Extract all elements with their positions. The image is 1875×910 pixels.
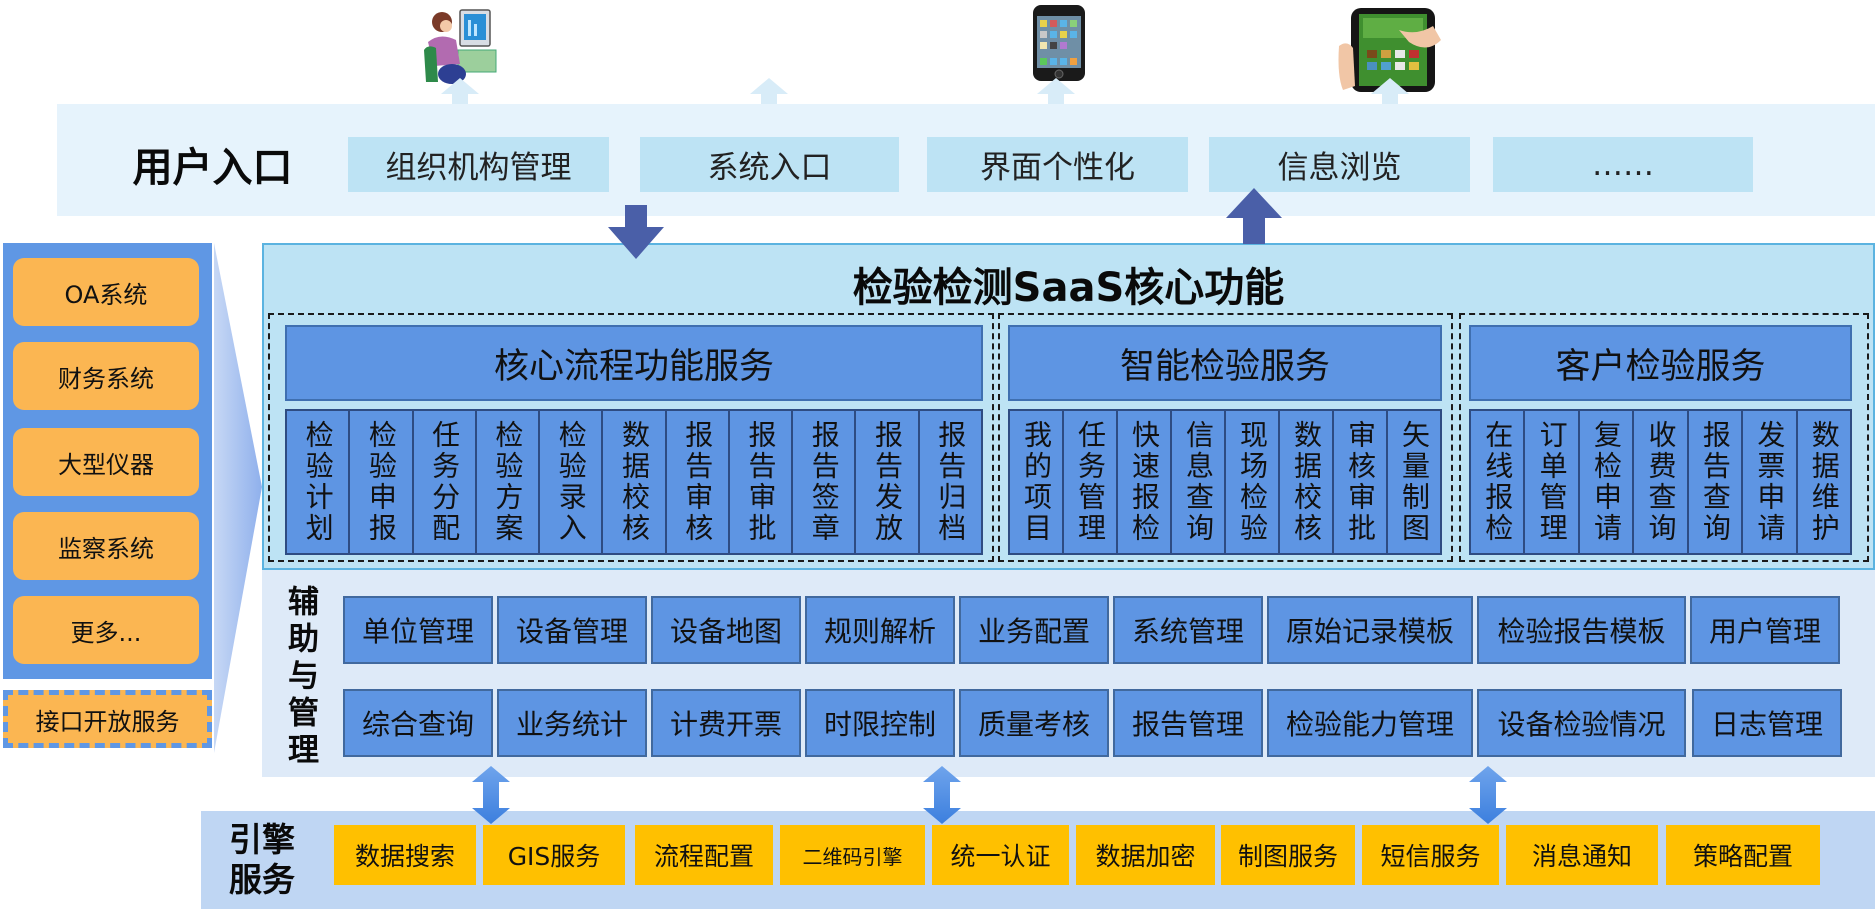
cell-task-assign[interactable]: 任务分配 bbox=[411, 409, 477, 555]
cell-report-review[interactable]: 报告审核 bbox=[664, 409, 730, 555]
engine-data-encryption[interactable]: 数据加密 bbox=[1076, 825, 1215, 885]
cell-quick-report[interactable]: 快速报检 bbox=[1116, 409, 1172, 555]
up-arrow-icon bbox=[1226, 188, 1282, 244]
engine-qrcode[interactable]: 二维码引擎 bbox=[780, 825, 925, 885]
aux-quality-assessment[interactable]: 质量考核 bbox=[959, 689, 1109, 757]
aux-log-management[interactable]: 日志管理 bbox=[1692, 689, 1842, 757]
desktop-user-icon bbox=[418, 6, 498, 86]
engine-gis-service[interactable]: GIS服务 bbox=[483, 825, 625, 885]
double-arrow-icon bbox=[1469, 766, 1507, 824]
external-large-instruments[interactable]: 大型仪器 bbox=[13, 428, 199, 496]
external-supervision-system[interactable]: 监察系统 bbox=[13, 512, 199, 580]
aux-unit-management[interactable]: 单位管理 bbox=[343, 596, 493, 664]
engine-mapping-service[interactable]: 制图服务 bbox=[1221, 825, 1355, 885]
aux-business-config[interactable]: 业务配置 bbox=[959, 596, 1109, 664]
smart-inspection-header[interactable]: 智能检验服务 bbox=[1008, 325, 1442, 401]
entry-system-portal[interactable]: 系统入口 bbox=[640, 137, 899, 192]
cell-order-management[interactable]: 订单管理 bbox=[1523, 409, 1580, 555]
cell-my-projects[interactable]: 我的项目 bbox=[1008, 409, 1064, 555]
engine-services-title: 引擎服务 bbox=[229, 820, 295, 899]
external-oa-system[interactable]: OA系统 bbox=[13, 258, 199, 326]
cell-invoice-request[interactable]: 发票申请 bbox=[1741, 409, 1798, 555]
core-title: 检验检测SaaS核心功能 bbox=[852, 265, 1285, 311]
aux-report-management[interactable]: 报告管理 bbox=[1113, 689, 1263, 757]
engine-sms-service[interactable]: 短信服务 bbox=[1362, 825, 1499, 885]
engine-policy-config[interactable]: 策略配置 bbox=[1666, 825, 1820, 885]
aux-time-limit-control[interactable]: 时限控制 bbox=[805, 689, 955, 757]
funnel-connector bbox=[214, 243, 262, 753]
down-arrow-icon bbox=[608, 205, 664, 259]
cell-data-maintenance[interactable]: 数据维护 bbox=[1795, 409, 1852, 555]
cell-review-approve[interactable]: 审核审批 bbox=[1332, 409, 1388, 555]
cell-inspection-plan[interactable]: 检验计划 bbox=[285, 409, 351, 555]
cell-report-issue[interactable]: 报告发放 bbox=[854, 409, 920, 555]
engine-unified-auth[interactable]: 统一认证 bbox=[932, 825, 1069, 885]
external-finance-system[interactable]: 财务系统 bbox=[13, 342, 199, 410]
entry-info-browse[interactable]: 信息浏览 bbox=[1209, 137, 1470, 192]
cell-report-seal[interactable]: 报告签章 bbox=[791, 409, 857, 555]
cell-data-check[interactable]: 数据校核 bbox=[601, 409, 667, 555]
aux-comprehensive-query[interactable]: 综合查询 bbox=[343, 689, 493, 757]
aux-user-management[interactable]: 用户管理 bbox=[1690, 596, 1840, 664]
cell-inspection-declare[interactable]: 检验申报 bbox=[348, 409, 414, 555]
open-interface-service[interactable]: 接口开放服务 bbox=[3, 690, 212, 748]
aux-equipment-map[interactable]: 设备地图 bbox=[651, 596, 801, 664]
cell-task-management[interactable]: 任务管理 bbox=[1062, 409, 1118, 555]
cell-online-report[interactable]: 在线报检 bbox=[1469, 409, 1526, 555]
customer-inspection-group bbox=[1459, 313, 1869, 562]
double-arrow-icon bbox=[472, 766, 510, 824]
cell-report-query[interactable]: 报告查询 bbox=[1686, 409, 1744, 555]
entry-more[interactable]: …… bbox=[1493, 137, 1753, 192]
core-process-cells: 检验计划 检验申报 任务分配 检验方案 检验录入 数据校核 报告审核 报告审批 … bbox=[285, 409, 983, 555]
aux-report-template[interactable]: 检验报告模板 bbox=[1477, 596, 1686, 664]
aux-system-management[interactable]: 系统管理 bbox=[1113, 596, 1263, 664]
engine-workflow-config[interactable]: 流程配置 bbox=[635, 825, 773, 885]
cell-inspection-entry[interactable]: 检验录入 bbox=[538, 409, 604, 555]
cell-vector-mapping[interactable]: 矢量制图 bbox=[1386, 409, 1442, 555]
engine-data-search[interactable]: 数据搜索 bbox=[334, 825, 476, 885]
core-process-group bbox=[268, 313, 994, 562]
cell-data-verify[interactable]: 数据校核 bbox=[1278, 409, 1334, 555]
cell-reinspection-request[interactable]: 复检申请 bbox=[1577, 409, 1635, 555]
aux-raw-record-template[interactable]: 原始记录模板 bbox=[1267, 596, 1473, 664]
tablet-icon bbox=[1337, 6, 1443, 94]
aux-billing-invoicing[interactable]: 计费开票 bbox=[651, 689, 801, 757]
aux-rule-parsing[interactable]: 规则解析 bbox=[805, 596, 955, 664]
aux-equipment-management[interactable]: 设备管理 bbox=[497, 596, 647, 664]
customer-inspection-cells: 在线报检 订单管理 复检申请 收费查询 报告查询 发票申请 数据维护 bbox=[1469, 409, 1852, 555]
entry-org-management[interactable]: 组织机构管理 bbox=[348, 137, 609, 192]
entry-ui-personalization[interactable]: 界面个性化 bbox=[927, 137, 1188, 192]
cell-field-inspection[interactable]: 现场检验 bbox=[1224, 409, 1280, 555]
engine-message-notify[interactable]: 消息通知 bbox=[1506, 825, 1658, 885]
core-process-header[interactable]: 核心流程功能服务 bbox=[285, 325, 983, 401]
user-entry-title: 用户入口 bbox=[132, 145, 293, 191]
external-more[interactable]: 更多... bbox=[13, 596, 199, 664]
aux-management-title: 辅助与管理 bbox=[282, 585, 318, 770]
smartphone-icon bbox=[1031, 4, 1087, 82]
cell-fee-query[interactable]: 收费查询 bbox=[1632, 409, 1689, 555]
smart-inspection-group bbox=[998, 313, 1453, 562]
cell-report-archive[interactable]: 报告归档 bbox=[917, 409, 983, 555]
aux-capability-management[interactable]: 检验能力管理 bbox=[1267, 689, 1473, 757]
cell-info-query[interactable]: 信息查询 bbox=[1170, 409, 1226, 555]
aux-equipment-inspection-status[interactable]: 设备检验情况 bbox=[1477, 689, 1686, 757]
cell-report-approve[interactable]: 报告审批 bbox=[727, 409, 794, 555]
double-arrow-icon bbox=[923, 766, 961, 824]
aux-business-statistics[interactable]: 业务统计 bbox=[497, 689, 647, 757]
cell-inspection-scheme[interactable]: 检验方案 bbox=[474, 409, 541, 555]
customer-inspection-header[interactable]: 客户检验服务 bbox=[1469, 325, 1852, 401]
smart-inspection-cells: 我的项目 任务管理 快速报检 信息查询 现场检验 数据校核 审核审批 矢量制图 bbox=[1008, 409, 1442, 555]
